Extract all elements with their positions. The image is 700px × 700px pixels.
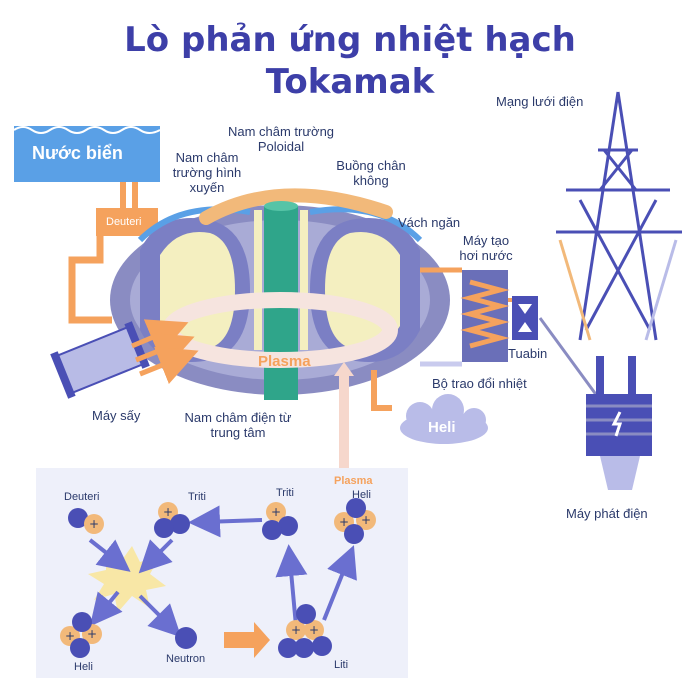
svg-text:+: + <box>339 515 349 529</box>
reaction-arrows <box>88 505 357 638</box>
svg-text:+: + <box>361 513 371 527</box>
seawater-label: Nước biển <box>32 143 123 163</box>
tritium-particle-left: + <box>154 502 190 538</box>
helium-particle-bottom: + + <box>60 612 102 658</box>
tritium-particle-right: + <box>262 502 298 540</box>
helium-pipe <box>371 370 392 411</box>
turbine-label: Tuabin <box>508 346 548 361</box>
svg-text:+: + <box>291 623 301 637</box>
poloidal-label-2: Poloidal <box>257 139 305 154</box>
central-solenoid-label-1: Nam châm điện từ <box>184 410 292 425</box>
poloidal-magnet <box>199 188 393 225</box>
reaction-neutron-label: Neutron <box>166 653 206 665</box>
plasma-column <box>339 372 349 478</box>
reaction-plasma-label: Plasma <box>334 475 373 487</box>
reaction-tritium-label-left: Triti <box>188 491 206 503</box>
steam-generator-label-1: Máy tạo <box>462 233 510 248</box>
svg-text:+: + <box>89 517 99 531</box>
turbine <box>512 296 538 340</box>
divertor-label: Vách ngăn <box>398 215 461 230</box>
steam-generator-label-2: hơi nước <box>459 248 513 263</box>
reaction-deuterium-label: Deuteri <box>64 491 100 503</box>
reaction-helium-label-top: Heli <box>352 489 371 501</box>
svg-text:+: + <box>87 627 97 641</box>
title-line-2: Tokamak <box>265 62 435 102</box>
poloidal-label-1: Nam châm trường <box>227 124 335 139</box>
toroidal-label-1: Nam châm <box>175 150 239 165</box>
fuel-pipe <box>68 236 112 324</box>
seawater-pipe <box>120 182 138 208</box>
deuterium-box-label: Deuteri <box>106 216 142 228</box>
reaction-helium-label-bottom: Heli <box>74 661 93 673</box>
grid-label: Mạng lưới điện <box>496 94 584 109</box>
helium-cloud-label: Heli <box>428 419 456 436</box>
toroidal-label-3: xuyến <box>189 180 225 195</box>
helium-particle-top: + + <box>334 498 376 544</box>
heater-beams <box>131 319 199 384</box>
central-solenoid-label-2: trung tâm <box>210 425 266 440</box>
heat-exchanger-label: Bộ trao đổi nhiệt <box>432 376 527 391</box>
power-tower <box>556 91 682 341</box>
svg-text:+: + <box>309 623 319 637</box>
steam-generator <box>460 270 510 362</box>
helium-cloud <box>400 394 488 444</box>
generator-label: Máy phát điện <box>566 506 648 521</box>
svg-text:+: + <box>65 629 75 643</box>
power-lines <box>538 239 678 401</box>
deuterium-particle: + <box>68 508 104 534</box>
plasma-label: Plasma <box>258 353 311 370</box>
toroidal-label-2: trường hình <box>172 165 242 180</box>
lithium-particle: + + <box>278 604 332 658</box>
reaction-lithium-label: Liti <box>334 659 349 671</box>
title-line-1: Lò phản ứng nhiệt hạch <box>124 20 576 60</box>
svg-text:+: + <box>271 505 281 519</box>
reaction-tritium-label-right: Triti <box>276 487 294 499</box>
svg-text:+: + <box>163 505 173 519</box>
generator <box>586 356 652 490</box>
vacuum-label-2: không <box>353 173 389 188</box>
neutron-particle <box>175 627 197 649</box>
heater-device <box>50 321 150 399</box>
seawater-tank <box>13 126 161 182</box>
vacuum-label-1: Buồng chân <box>336 158 406 173</box>
neutron-to-lithium-arrow <box>224 622 270 658</box>
heater-label: Máy sấy <box>92 408 141 423</box>
